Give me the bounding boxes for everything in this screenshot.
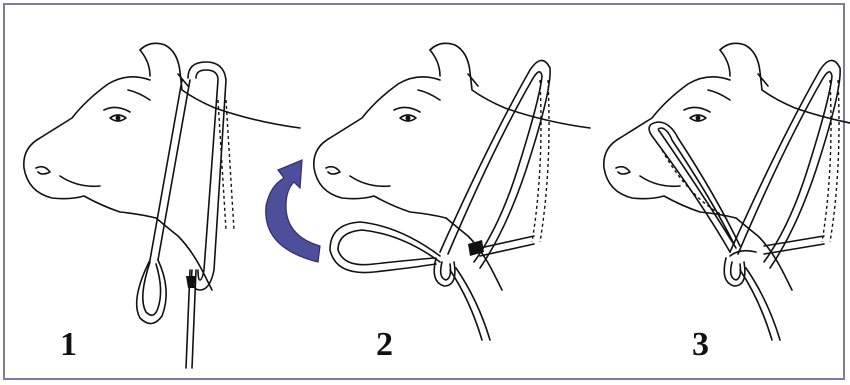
curved-arrow-icon	[266, 160, 320, 262]
step-number-1: 1	[60, 328, 77, 362]
side-loop-2	[330, 222, 440, 273]
cow-head-1	[24, 43, 300, 290]
panel-2	[314, 43, 590, 340]
panel-3	[604, 43, 850, 340]
step-number-2: 2	[376, 328, 393, 362]
eye-loop-1	[137, 260, 167, 324]
cow-head-3	[604, 43, 850, 290]
step-number-3: 3	[692, 328, 709, 362]
panel-1	[24, 43, 300, 368]
